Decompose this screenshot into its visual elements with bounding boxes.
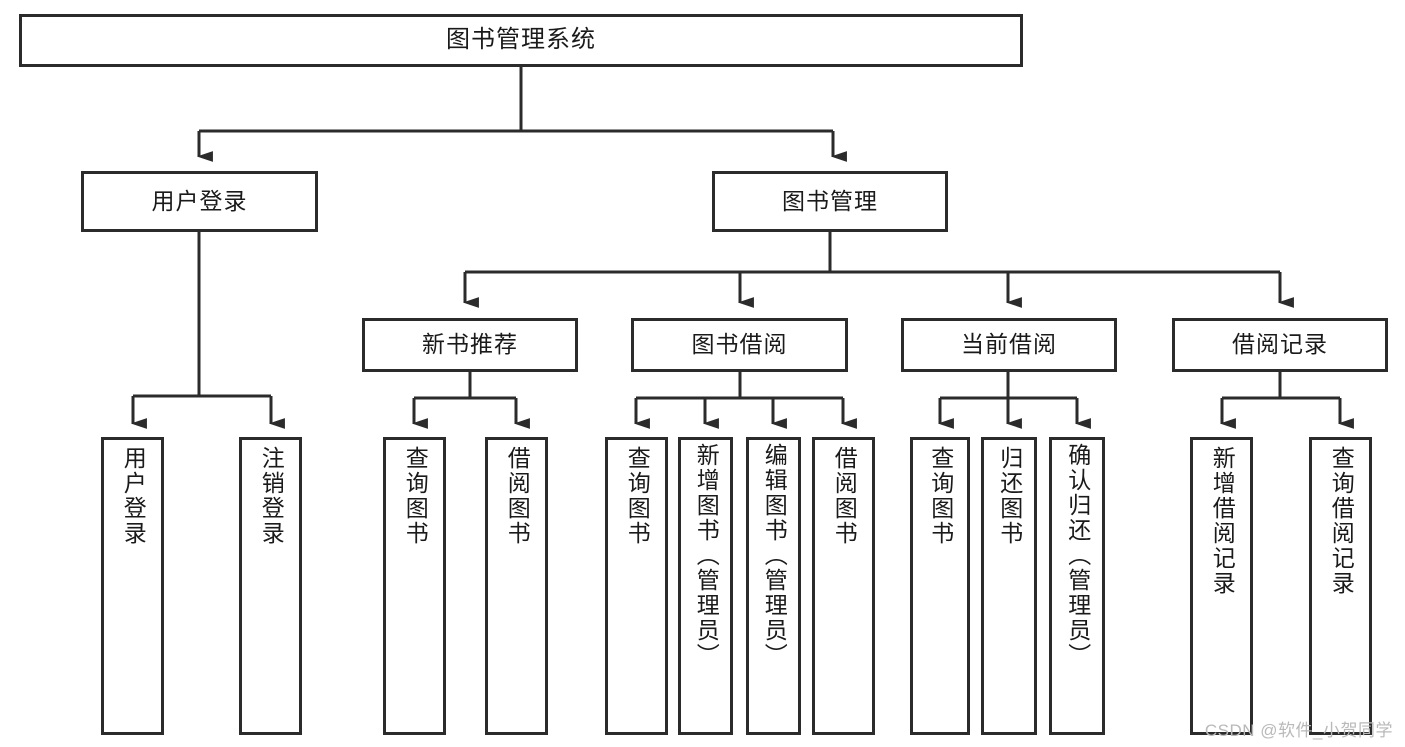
leaf-bb-edit-book-label: 编辑图书（管理员） [761, 443, 788, 668]
leaf-br-query-record[interactable]: 查询借阅记录 [1309, 437, 1372, 735]
leaf-user-login-label: 用户登录 [120, 446, 147, 546]
leaf-br-add-record-label: 新增借阅记录 [1209, 446, 1236, 596]
leaf-cb-query-book-label: 查询图书 [927, 446, 954, 546]
node-current-borrow[interactable]: 当前借阅 [901, 318, 1117, 372]
leaf-cb-return-book[interactable]: 归还图书 [981, 437, 1037, 735]
leaf-cb-confirm-return[interactable]: 确认归还（管理员） [1049, 437, 1105, 735]
leaf-br-add-record[interactable]: 新增借阅记录 [1190, 437, 1253, 735]
leaf-bb-query-book-label: 查询图书 [624, 446, 651, 546]
node-borrow-record[interactable]: 借阅记录 [1172, 318, 1388, 372]
node-book-borrow-label: 图书借阅 [691, 331, 788, 358]
node-book-borrow[interactable]: 图书借阅 [631, 318, 848, 372]
leaf-cb-query-book[interactable]: 查询图书 [910, 437, 970, 735]
leaf-user-login[interactable]: 用户登录 [101, 437, 164, 735]
leaf-cb-confirm-return-label: 确认归还（管理员） [1064, 443, 1091, 668]
node-user-login-label: 用户登录 [151, 187, 248, 214]
leaf-nb-borrow-book-label: 借阅图书 [504, 446, 531, 546]
node-borrow-record-label: 借阅记录 [1232, 331, 1328, 358]
node-new-book-recommend[interactable]: 新书推荐 [362, 318, 578, 372]
leaf-logout-label: 注销登录 [258, 446, 285, 546]
node-book-management-label: 图书管理 [782, 187, 878, 214]
leaf-bb-query-book[interactable]: 查询图书 [605, 437, 668, 735]
leaf-bb-borrow-book-label: 借阅图书 [831, 446, 858, 546]
leaf-bb-borrow-book[interactable]: 借阅图书 [812, 437, 875, 735]
leaf-br-query-record-label: 查询借阅记录 [1328, 446, 1355, 596]
leaf-bb-add-book-label: 新增图书（管理员） [693, 443, 720, 668]
csdn-watermark: CSDN @软件_小贺同学 [1204, 721, 1393, 740]
node-user-login[interactable]: 用户登录 [81, 171, 318, 232]
node-new-book-recommend-label: 新书推荐 [422, 331, 518, 358]
leaf-nb-query-book[interactable]: 查询图书 [383, 437, 446, 735]
node-root-label: 图书管理系统 [446, 26, 596, 54]
leaf-nb-query-book-label: 查询图书 [402, 446, 429, 546]
leaf-bb-edit-book[interactable]: 编辑图书（管理员） [746, 437, 801, 735]
leaf-nb-borrow-book[interactable]: 借阅图书 [485, 437, 548, 735]
node-book-management[interactable]: 图书管理 [712, 171, 948, 232]
leaf-logout[interactable]: 注销登录 [239, 437, 302, 735]
node-root[interactable]: 图书管理系统 [19, 14, 1023, 67]
node-current-borrow-label: 当前借阅 [961, 331, 1057, 358]
leaf-cb-return-book-label: 归还图书 [996, 446, 1023, 546]
leaf-bb-add-book[interactable]: 新增图书（管理员） [678, 437, 733, 735]
